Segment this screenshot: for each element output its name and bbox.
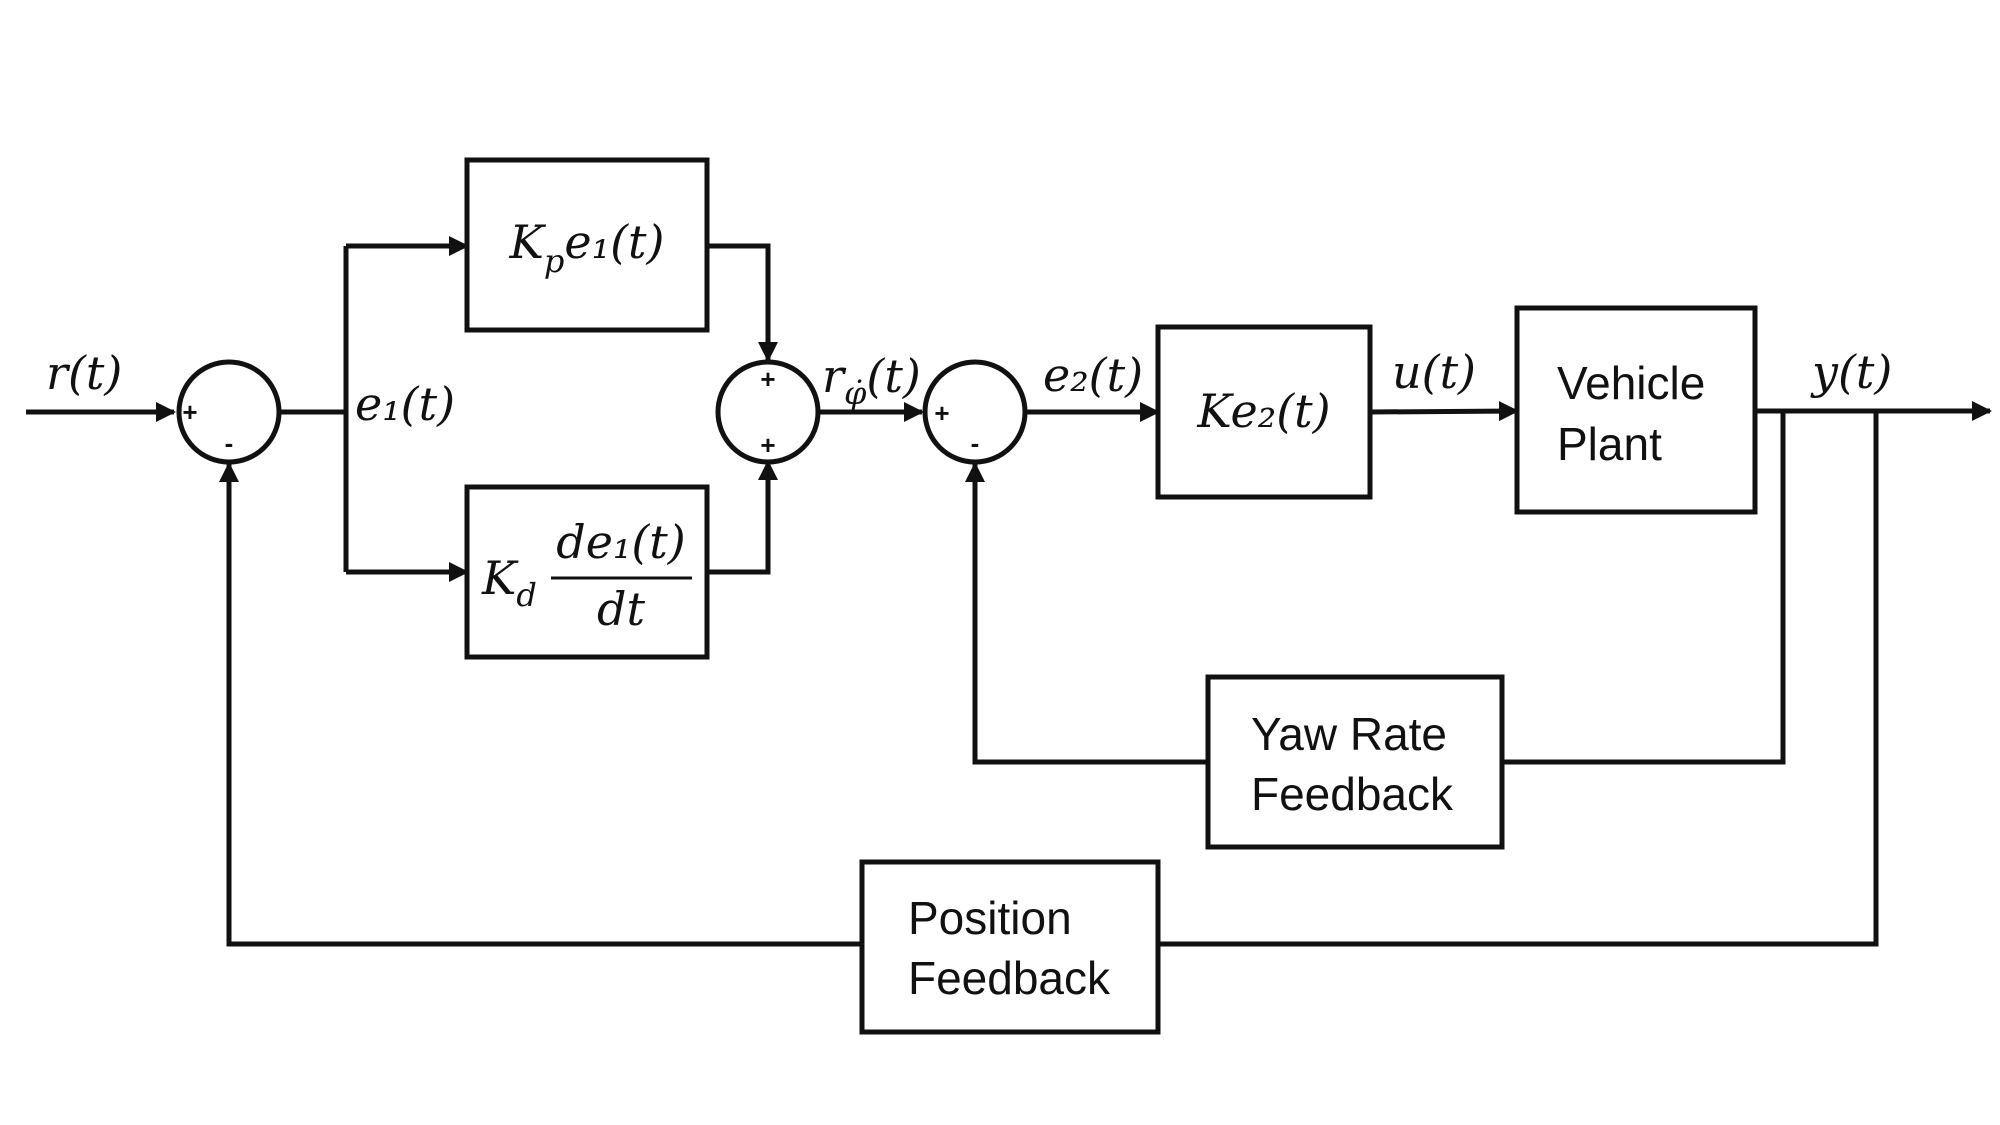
- kp-block: Kpe₁(t): [464, 157, 710, 333]
- yaw-line-1: Yaw Rate: [1251, 708, 1447, 760]
- sum1-bottom-sign: -: [225, 428, 234, 458]
- kd-coef: Kd: [481, 551, 537, 614]
- wires: [26, 236, 1992, 947]
- pos-line-1: Position: [908, 892, 1072, 944]
- sum2-top-sign: +: [760, 364, 775, 394]
- summing-junction-3: + -: [922, 359, 1028, 465]
- wire-pos-feedback-left: [219, 462, 862, 947]
- k2-label: Ke₂(t): [1196, 384, 1330, 438]
- kd-block: Kd de₁(t) dt: [464, 484, 710, 660]
- signal-u-label: u(t): [1392, 345, 1476, 399]
- summing-junction-1: + -: [176, 359, 282, 465]
- k2-block: Ke₂(t): [1155, 324, 1373, 500]
- wire-kd-to-sum2: [707, 460, 778, 575]
- sum2-bottom-sign: +: [760, 430, 775, 460]
- signal-e1-label: e₁(t): [355, 377, 455, 431]
- sum3-top-sign: +: [934, 398, 949, 428]
- signal-rphi-label: rφ̇(t): [822, 349, 921, 412]
- signal-y-label: y(t): [1810, 345, 1892, 399]
- wire-yaw-feedback-right: [1502, 411, 1786, 765]
- wire-pos-feedback-right: [1158, 411, 1879, 947]
- wire-k2-to-plant: [1369, 401, 1519, 422]
- summing-junction-2: + +: [715, 359, 821, 465]
- yaw-rate-feedback-block: Yaw Rate Feedback: [1205, 674, 1505, 850]
- sum1-top-sign: +: [182, 397, 197, 427]
- kd-numerator: de₁(t): [556, 515, 686, 569]
- sum3-bottom-sign: -: [971, 428, 980, 458]
- signal-r-label: r(t): [46, 346, 122, 400]
- wire-yaw-feedback-left: [965, 462, 1208, 765]
- vehicle-plant-block: Vehicle Plant: [1514, 305, 1758, 515]
- plant-line-2: Plant: [1557, 418, 1662, 470]
- pos-line-2: Feedback: [908, 952, 1111, 1004]
- position-feedback-block: Position Feedback: [859, 859, 1161, 1035]
- yaw-line-2: Feedback: [1251, 768, 1454, 820]
- signal-e2-label: e₂(t): [1043, 348, 1143, 402]
- kp-label: Kpe₁(t): [509, 215, 665, 280]
- kd-denominator: dt: [597, 582, 645, 636]
- wire-kp-to-sum2: [707, 243, 778, 362]
- plant-line-1: Vehicle: [1557, 357, 1705, 409]
